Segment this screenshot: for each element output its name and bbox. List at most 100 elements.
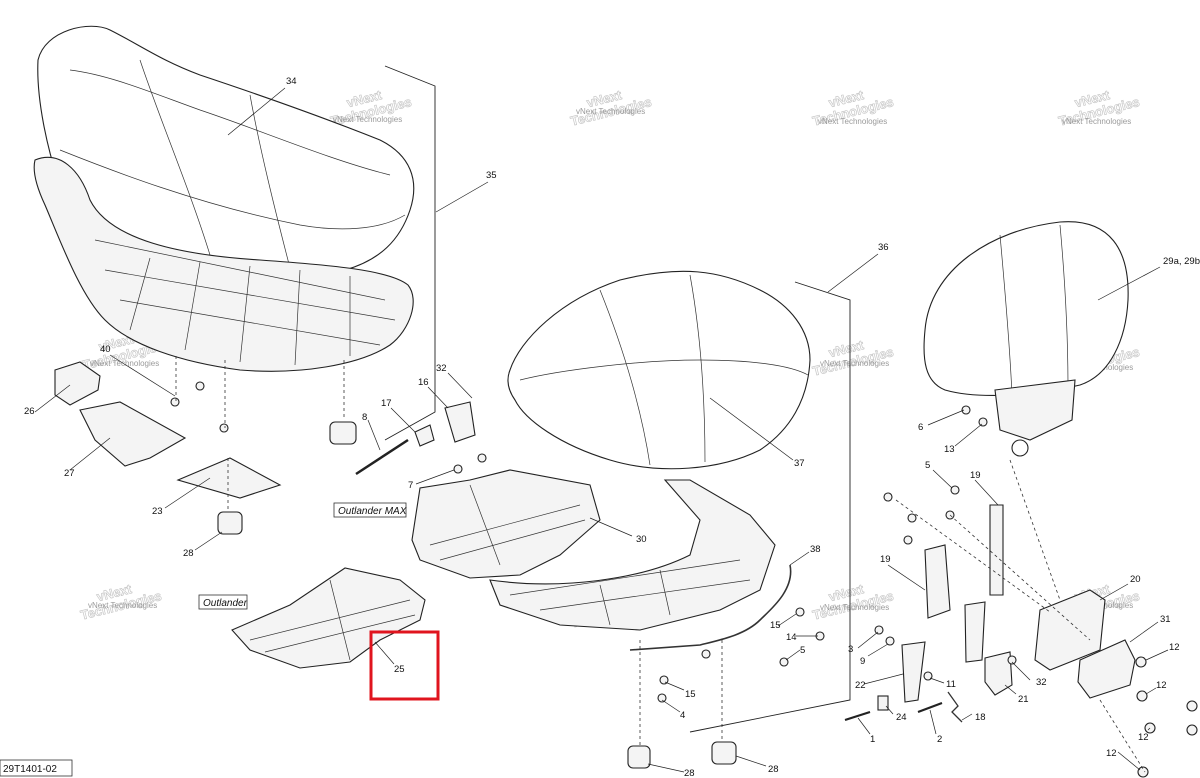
leader [857,717,871,735]
highlight-box-part-25 [369,630,440,701]
watermark: vNext Technologies [811,337,896,379]
watermark-small: vNext Technologies [333,115,402,124]
outlander-max-box: Outlander MAX [333,502,407,518]
axis [949,514,1091,641]
leader [390,407,416,433]
plate-20 [1034,589,1106,671]
leader [1097,266,1161,301]
outlander-max-label: Outlander MAX [338,506,407,517]
leader [887,564,926,591]
callout-21: 21 [1018,694,1029,705]
axis [1009,459,1061,601]
outlander-box: Outlander [198,594,248,610]
fastener [659,675,669,685]
watermark: vNext Technologies [811,581,896,623]
tube-22 [901,641,926,703]
part-27 [79,401,187,467]
fastener [907,513,917,523]
callout-32: 32 [436,363,447,374]
bracket-19-left [924,544,951,619]
part-23-plate [176,457,282,499]
fastener [795,607,805,617]
seat-37-shape [507,270,811,470]
leader [929,677,945,684]
storage-tray [489,479,776,631]
leader [735,755,767,767]
backrest-hole [1011,439,1029,457]
hinge-21 [984,651,1013,696]
fasteners [170,381,1198,778]
callout-34: 34 [286,76,297,87]
nut-12 [1186,724,1198,736]
leader [661,699,681,713]
callout-32: 32 [1036,677,1047,688]
tube-upper [964,601,986,663]
assembly-axes [175,356,1146,773]
bumper-28 [711,741,737,765]
callout-4: 4 [680,710,685,721]
callout-20: 20 [1130,574,1141,585]
leader [885,705,894,715]
callout-36: 36 [878,242,889,253]
callout-22: 22 [855,680,866,691]
callout-7: 7 [408,480,413,491]
seat-seam [139,59,211,256]
leader [664,681,685,691]
backrest [923,221,1129,457]
leader [1145,687,1157,695]
spring-18 [947,691,963,723]
callout-26: 26 [24,406,35,417]
leader [961,713,973,721]
callout-1: 1 [870,734,875,745]
plate-30-ribs [429,484,586,566]
leader [227,87,286,136]
callout-12: 12 [1169,642,1180,653]
callout-24: 24 [896,712,907,723]
watermark: vNext Technologies [569,87,654,129]
fastener [903,535,913,545]
leader [435,181,489,213]
fastener [219,423,229,433]
leader [1129,621,1159,643]
leader [374,641,395,665]
axis [895,499,1051,613]
callout-18: 18 [975,712,986,723]
bracket-35 [384,65,436,441]
rod-38 [629,564,792,651]
leader [932,469,953,489]
backrest-bracket [994,379,1076,441]
leader [789,551,810,566]
callout-28: 28 [183,548,194,559]
callout-5: 5 [925,460,930,471]
part-30 [411,469,601,579]
callout-3: 3 [848,644,853,655]
bracket-36 [689,281,851,733]
callout-11: 11 [946,679,956,690]
fastener [453,464,463,474]
leader [863,673,904,685]
callout-15: 15 [685,689,696,700]
seat-seam [69,69,391,176]
outlander-frame [198,594,248,610]
callouts: 34 35 36 37 29a, 29b 40 26 27 23 28 32 1… [24,76,1200,778]
base-35-shape [33,156,414,372]
callout-17: 17 [381,398,392,409]
bumper [329,421,357,445]
fastener [885,636,895,646]
callout-35: 35 [486,170,497,181]
leader [709,397,794,461]
rear-seat-cushion [507,270,811,470]
leader [1004,684,1017,695]
fastener [874,625,884,635]
watermark-small: vNext Technologies [820,603,889,612]
leader [867,643,889,657]
outlander-max-frame [333,502,407,518]
tray-shape [489,479,776,631]
callout-28: 28 [768,764,779,775]
backrest-29-shape [923,221,1129,396]
watermark-small: vNext Technologies [576,107,645,116]
seat-seam [689,274,706,463]
outlander-max-plate [411,469,601,579]
leader [954,423,983,447]
